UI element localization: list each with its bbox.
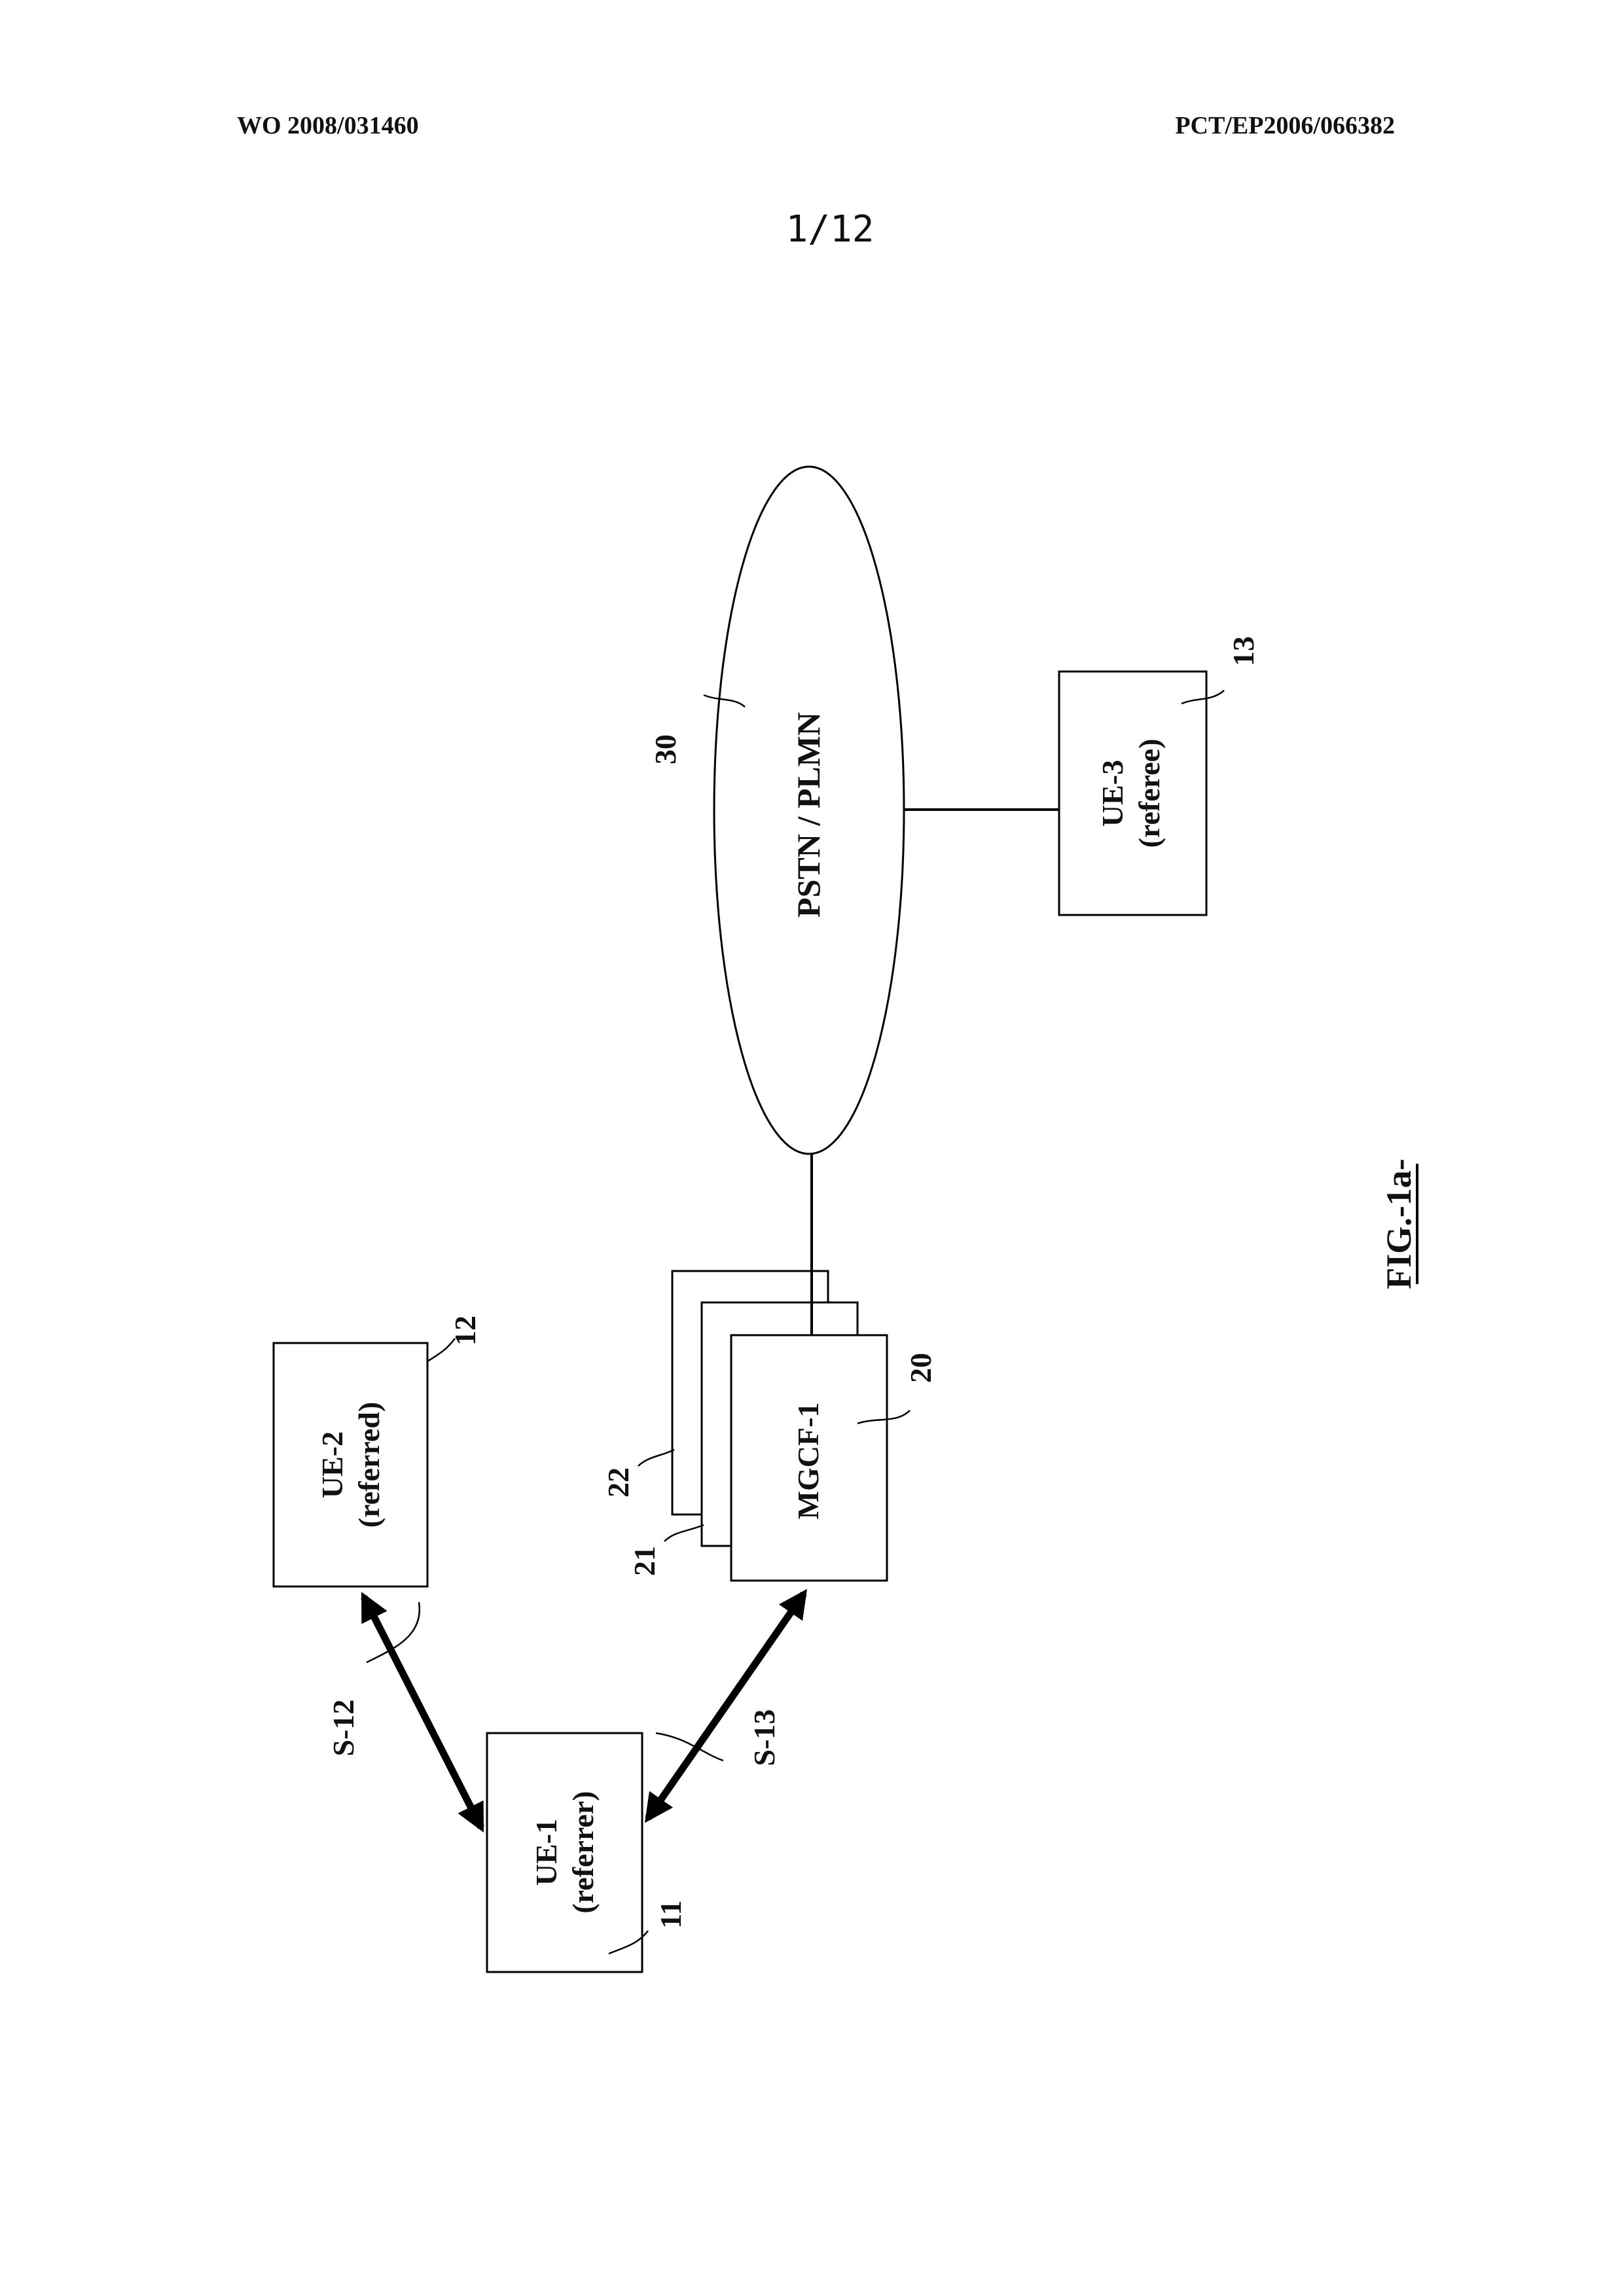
s12-arrow [364,1597,481,1827]
mgcf-ref: 20 [904,1353,937,1383]
s13-arrow [648,1594,804,1818]
figure-caption: FIG.-1a- [1379,1158,1418,1289]
ue2-ref: 12 [448,1316,482,1346]
ue1-ref: 11 [654,1900,687,1928]
network-ref: 30 [649,734,682,764]
ue3-ref: 13 [1227,636,1260,666]
ue1-node: UE-1 (referrer) 11 [487,1733,687,1972]
mgcf-stack: MGCF-1 20 22 21 [602,1271,937,1581]
ue2-name: UE-2 [316,1431,349,1498]
ref-22-leader [638,1450,674,1466]
ref-22: 22 [602,1467,635,1497]
s13-label: S-13 [748,1710,781,1766]
ue2-node: UE-2 (referred) 12 [274,1316,482,1586]
mgcf-name: MGCF-1 [791,1403,825,1520]
ref-21-leader [664,1525,704,1541]
figure-caption-text: FIG.-1a- [1379,1158,1418,1289]
ref-21: 21 [628,1546,661,1576]
ue3-node: UE-3 (referee) 13 [1059,636,1260,915]
ue1-role: (referrer) [566,1791,600,1913]
ue2-role: (referred) [352,1402,386,1528]
ue3-name: UE-3 [1096,760,1129,827]
ue3-role: (referee) [1132,739,1166,848]
ue1-name: UE-1 [530,1819,563,1886]
s12-label: S-12 [327,1700,360,1757]
network-name: PSTN / PLMN [790,712,827,918]
network-node: PSTN / PLMN 30 [649,467,904,1154]
